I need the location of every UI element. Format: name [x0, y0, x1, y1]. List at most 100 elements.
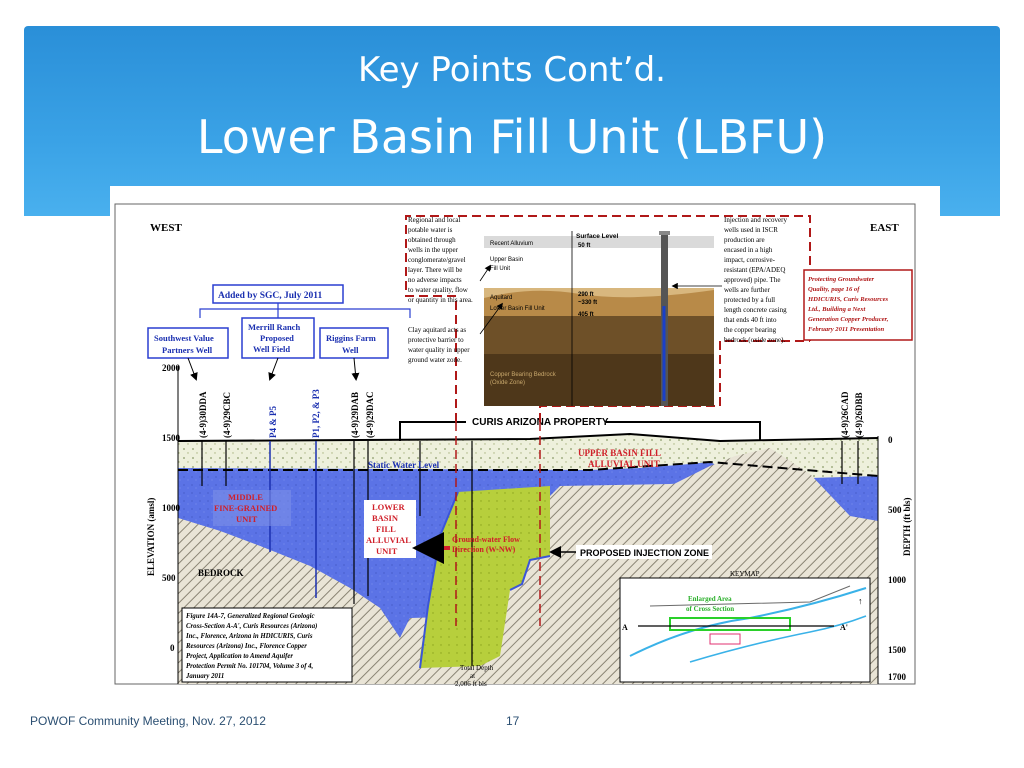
keymap-enlarged-line2: of Cross Section: [686, 605, 734, 613]
well-riggins-line1: Riggins Farm: [326, 333, 376, 343]
north-arrow-icon: ↑: [858, 596, 863, 606]
svg-text:Generation Copper Producer,: Generation Copper Producer,: [808, 316, 889, 323]
svg-text:protected by a full: protected by a full: [724, 296, 775, 304]
injection-zone-label: PROPOSED INJECTION ZONE: [580, 548, 709, 558]
svg-text:or quantity in this area.: or quantity in this area.: [408, 296, 473, 304]
well-label-p1p2p3: P1, P2, & P3: [311, 389, 321, 438]
well-label-29dab: (4-9)29DAB: [350, 392, 360, 438]
inset-upper-line2: Fill Unit: [490, 266, 510, 272]
lower-basin-line1: LOWER: [372, 502, 405, 512]
upper-basin-line1: UPPER BASIN FILL: [578, 448, 661, 458]
svg-text:February 2011 Presentation: February 2011 Presentation: [808, 326, 885, 333]
right-tick-0: 0: [888, 435, 893, 445]
svg-text:approved) pipe. The: approved) pipe. The: [724, 276, 780, 284]
inset-alluvium: Recent Alluvium: [490, 241, 533, 247]
svg-text:Quality, page 16 of: Quality, page 16 of: [808, 286, 860, 293]
svg-text:no adverse impacts: no adverse impacts: [408, 276, 462, 284]
svg-text:Resources (Arizona) Inc., Flor: Resources (Arizona) Inc., Florence Coppe…: [185, 643, 307, 650]
figure-caption: Figure 14A-7, Generalized Regional Geolo…: [185, 613, 317, 680]
middle-basin-area: [178, 462, 878, 638]
east-label: EAST: [870, 222, 899, 234]
svg-text:ground water zone.: ground water zone.: [408, 356, 462, 364]
keymap-a-left: A: [622, 623, 628, 632]
cross-section-figure: 2000 1500 1000 500 0 0 500 1000 1500 170…: [110, 186, 940, 708]
svg-text:encased in a high: encased in a high: [724, 246, 773, 254]
well-label-p4p5: P4 & P5: [268, 406, 278, 438]
protecting-box-text: Protecting Groundwater Quality, page 16 …: [807, 276, 889, 333]
lower-basin-line3: FILL: [376, 524, 396, 534]
well-merrill-line3: Well Field: [253, 344, 290, 354]
page-number: 17: [506, 714, 520, 728]
svg-text:wells are further: wells are further: [724, 286, 771, 294]
inset-right-text: Injection and recovery wells used in ISC…: [724, 216, 787, 344]
svg-text:protective barrier to: protective barrier to: [408, 336, 464, 344]
svg-text:Inc., Florence, Arizona in HDI: Inc., Florence, Arizona in HDICURIS, Cur…: [185, 633, 313, 640]
inset-50ft: 50 ft: [578, 243, 590, 249]
added-by-label: Added by SGC, July 2011: [218, 291, 323, 301]
slide-title-line1: Key Points Cont’d.: [357, 50, 666, 90]
svg-text:the copper bearing: the copper bearing: [724, 326, 777, 334]
svg-text:Injection and recovery: Injection and recovery: [724, 216, 787, 224]
right-tick-1000: 1000: [888, 575, 907, 585]
svg-text:Project, Application to Amend: Project, Application to Amend Aquifer: [186, 653, 293, 660]
footer-text: POWOF Community Meeting, Nov. 27, 2012: [30, 714, 266, 728]
svg-text:Protecting Groundwater: Protecting Groundwater: [808, 276, 875, 283]
middle-unit-line2: FINE-GRAINED: [214, 503, 277, 513]
bedrock-label: BEDROCK: [198, 568, 244, 578]
svg-text:that ends 40 ft into: that ends 40 ft into: [724, 316, 777, 324]
inset-290: 290 ft: [578, 292, 594, 298]
svg-text:Clay aquitard acts as: Clay aquitard acts as: [408, 326, 466, 334]
svg-text:Cross-Section A-A', Curis Reso: Cross-Section A-A', Curis Resources (Ari…: [186, 623, 317, 630]
svg-text:length concrete casing: length concrete casing: [724, 306, 787, 314]
lower-basin-line5: UNIT: [376, 546, 398, 556]
left-tick-0: 0: [170, 643, 175, 653]
inset-405: 405 ft: [578, 312, 594, 318]
inset-bedrock-line2: (Oxide Zone): [490, 380, 525, 386]
depth-axis-label: DEPTH (ft bls): [902, 497, 912, 556]
elevation-axis-label: ELEVATION (amsl): [146, 498, 156, 576]
west-label: WEST: [150, 222, 182, 234]
svg-text:potable water is: potable water is: [408, 226, 453, 234]
well-southwest-line2: Partners Well: [162, 345, 213, 355]
left-tick-500: 500: [162, 573, 176, 583]
svg-text:wells in the upper: wells in the upper: [408, 246, 459, 254]
inset-upper-line1: Upper Basin: [490, 257, 523, 263]
well-label-26dbb: (4-9)26DBB: [854, 393, 864, 439]
svg-text:Protection Permit No. 101704,: Protection Permit No. 101704, Volume 3 o…: [186, 663, 314, 670]
upper-basin-line2: ALLUVIAL UNIT: [588, 459, 660, 469]
total-depth-line3: 2,006 ft bls: [455, 680, 487, 688]
well-label-30dda: (4-9)30DDA: [198, 391, 208, 438]
right-tick-1500: 1500: [888, 645, 907, 655]
inset-bedrock-line1: Copper Bearing Bedrock: [490, 372, 557, 378]
svg-text:water quality in upper: water quality in upper: [408, 346, 470, 354]
well-label-29dac: (4-9)29DAC: [365, 392, 375, 439]
flow-direction-line1: Ground-water Flow: [452, 535, 520, 544]
static-water-label: Static Water Level: [368, 460, 440, 470]
svg-text:layer. There will be: layer. There will be: [408, 266, 462, 274]
injection-zone-area: [420, 486, 550, 668]
svg-text:production are: production are: [724, 236, 765, 244]
well-merrill-line1: Merrill Ranch: [248, 322, 300, 332]
svg-text:to water quality, flow: to water quality, flow: [408, 286, 469, 294]
slide-title-line2: Lower Basin Fill Unit (LBFU): [196, 110, 828, 164]
inset-left-text: Regional and local potable water is obta…: [408, 216, 473, 364]
svg-text:HDICURIS, Curis Resources: HDICURIS, Curis Resources: [807, 296, 888, 303]
middle-unit-line1: MIDDLE: [228, 492, 263, 502]
svg-text:Ltd., Building a Next: Ltd., Building a Next: [807, 306, 866, 313]
svg-text:January 2011: January 2011: [185, 673, 224, 680]
well-label-26cad: (4-9)26CAD: [840, 391, 850, 438]
keymap-title: KEYMAP: [730, 570, 760, 578]
svg-text:impact, corrosive-: impact, corrosive-: [724, 256, 776, 264]
keymap-a-right: A': [840, 623, 848, 632]
lower-basin-line4: ALLUVIAL: [366, 535, 411, 545]
middle-unit-line3: UNIT: [236, 514, 258, 524]
inset-lower: Lower Basin Fill Unit: [490, 306, 545, 312]
well-riggins-line2: Well: [342, 345, 359, 355]
svg-text:Figure 14A-7, Generalized Regi: Figure 14A-7, Generalized Regional Geolo…: [186, 613, 315, 620]
keymap-enlarged-line1: Enlarged Area: [688, 595, 732, 603]
right-tick-1700: 1700: [888, 672, 907, 682]
svg-text:resistant (EPA/ADEQ: resistant (EPA/ADEQ: [724, 266, 785, 274]
header-band: [24, 26, 1000, 216]
left-tick-1500: 1500: [162, 433, 181, 443]
total-depth-line2: at: [470, 672, 475, 680]
